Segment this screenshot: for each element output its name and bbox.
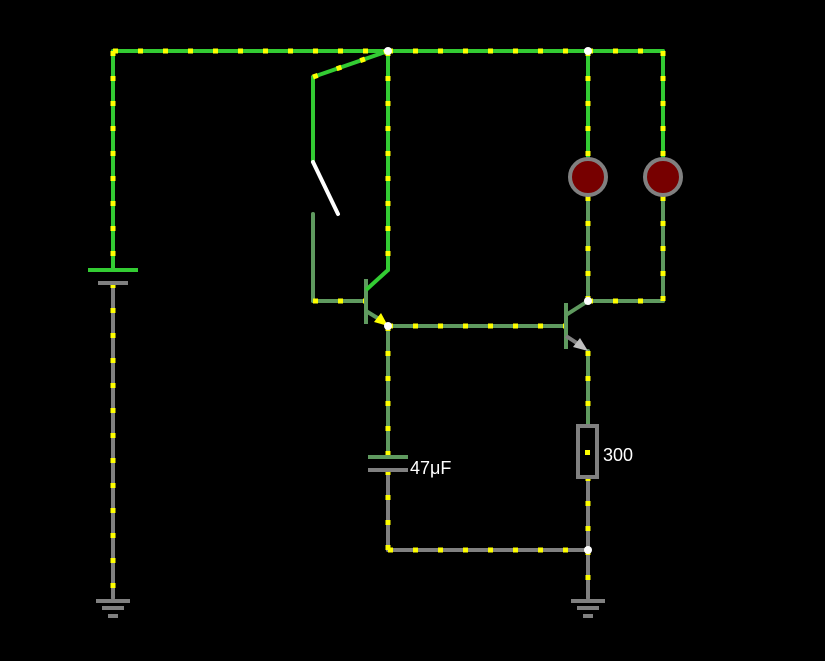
resistor-current-dot: [585, 450, 590, 455]
switch-blade[interactable]: [311, 160, 340, 216]
transistor-q2[interactable]: [564, 299, 590, 351]
node-q1-emitter[interactable]: [384, 322, 392, 330]
q1-collector-lead: [364, 268, 390, 292]
capacitor-label: 47μF: [410, 458, 451, 478]
node-top-mid[interactable]: [384, 47, 392, 55]
wire-switch-feed[interactable]: [311, 49, 390, 79]
resistor[interactable]: 300: [576, 424, 633, 479]
resistor-label: 300: [603, 445, 633, 465]
node-top-right[interactable]: [584, 47, 592, 55]
node-ground-bus[interactable]: [584, 546, 592, 554]
lamp-2-icon: [643, 157, 683, 197]
transistor-q1[interactable]: [364, 268, 390, 326]
switch[interactable]: [311, 160, 340, 216]
lamp-1-icon: [568, 157, 608, 197]
lamp-1[interactable]: [568, 157, 608, 197]
node-q2-collector[interactable]: [584, 297, 592, 305]
ground-right[interactable]: [571, 599, 605, 618]
lamp-2[interactable]: [643, 157, 683, 197]
battery[interactable]: [88, 268, 138, 285]
ground-left[interactable]: [96, 599, 130, 618]
junction-nodes: [384, 47, 592, 554]
current-dots: [110, 48, 666, 598]
q1-emitter-arrow: [374, 313, 388, 326]
q2-emitter-arrow: [573, 338, 588, 351]
capacitor[interactable]: 47μF: [368, 455, 451, 478]
q2-collector-lead: [564, 299, 590, 317]
